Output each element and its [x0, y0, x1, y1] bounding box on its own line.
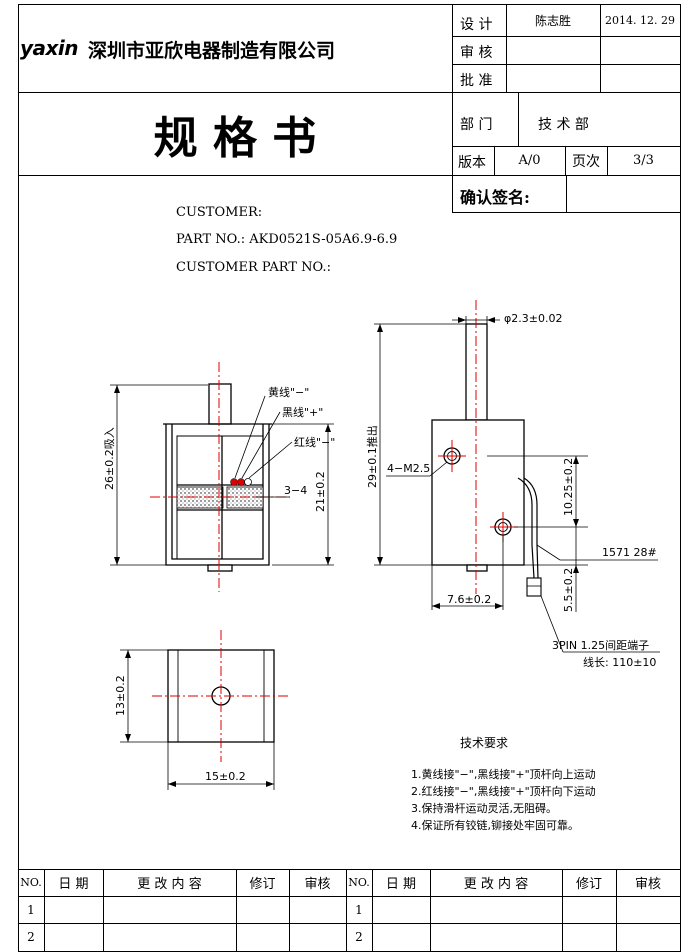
side-bottom-dim: 5.5±0.2: [562, 568, 575, 612]
front-black-wire-label: 黑线"+": [282, 405, 323, 419]
top-width-dim: 15±0.2: [205, 770, 246, 783]
rule-h-1: [18, 92, 681, 93]
rev-row-number: 2: [27, 930, 35, 944]
company-name: 深圳市亚欣电器制造有限公司: [88, 40, 336, 62]
version-value: A/0: [518, 153, 541, 168]
rev-row-number: 2: [355, 930, 363, 944]
front-body-dim: 21±0.2: [314, 471, 327, 512]
approve-label: 批 准: [460, 73, 493, 89]
dept-value: 技 术 部: [538, 117, 589, 133]
rev-header-content: 更 改 内 容: [137, 877, 202, 892]
side-hole-dim: 10.25±0.2: [562, 458, 575, 516]
side-wire-code: 1571 28#: [602, 546, 657, 559]
design-date: 2014. 12. 29: [605, 13, 675, 27]
tech-item-3: 3.保持滑杆运动灵活,无阻碍。: [411, 802, 557, 815]
company-logo: yaxin: [20, 36, 79, 60]
rev-row-number: 1: [27, 902, 35, 917]
page-label: 页次: [572, 153, 600, 170]
review-label: 审 核: [460, 45, 493, 61]
rev-row-number: 1: [355, 902, 363, 917]
side-diameter-dim: φ2.3±0.02: [504, 312, 562, 325]
frame-left: [18, 4, 19, 952]
design-label: 设 计: [460, 17, 493, 33]
frame-right: [680, 4, 681, 952]
rev-header-no: NO.: [20, 876, 42, 889]
tech-title: 技术要求: [460, 736, 509, 750]
top-height-dim: 13±0.2: [114, 675, 127, 716]
rev-header-date: 日 期: [58, 877, 89, 892]
front-coil-label: 3−4: [284, 484, 307, 497]
rev-header-content: 更 改 内 容: [463, 877, 529, 892]
frame-top: [18, 4, 681, 5]
rev-header-date: 日 期: [385, 877, 417, 892]
version-label: 版本: [458, 155, 486, 171]
page-value: 3/3: [633, 153, 654, 168]
rule-v-titleblock: [452, 4, 453, 212]
customer-part-no-line: CUSTOMER PART NO.:: [176, 260, 331, 275]
rev-header-revise: 修订: [249, 877, 276, 892]
rule-h-2: [18, 175, 453, 176]
part-no-line: PART NO.: AKD0521S-05A6.9-6.9: [176, 232, 398, 247]
side-screw-label: 4−M2.5: [387, 462, 430, 475]
tech-item-2: 2.红线接"−",黑线接"+"顶杆向下运动: [411, 785, 596, 798]
rev-header-no: NO.: [348, 876, 370, 889]
side-wire-length: 线长: 110±10: [583, 655, 656, 669]
rev-header-revise: 修订: [575, 877, 602, 892]
side-view: [431, 323, 542, 597]
side-width-dim: 7.6±0.2: [447, 593, 491, 606]
confirm-signature-label: 确认签名:: [460, 188, 530, 207]
dept-label: 部 门: [460, 117, 493, 133]
front-height-dim: 26±0.2吸入: [103, 427, 116, 490]
front-red-wire-label: 红线"−": [294, 435, 335, 449]
front-yellow-wire-label: 黄线"−": [268, 385, 309, 399]
customer-line: CUSTOMER:: [176, 205, 263, 220]
tech-item-4: 4.保证所有铰链,铆接处牢固可靠。: [411, 819, 579, 832]
tech-item-1: 1.黄线接"−",黑线接"+"顶杆向上运动: [411, 768, 596, 781]
rev-header-review: 审核: [304, 877, 331, 892]
side-terminal-label: 3PIN 1.25间距端子: [552, 639, 649, 652]
doc-title: 规 格 书: [153, 112, 317, 164]
rev-header-review: 审核: [634, 877, 661, 892]
front-view: [163, 383, 272, 572]
design-person: 陈志胜: [534, 13, 571, 28]
side-push-dim: 29±0.1推出: [365, 425, 379, 488]
